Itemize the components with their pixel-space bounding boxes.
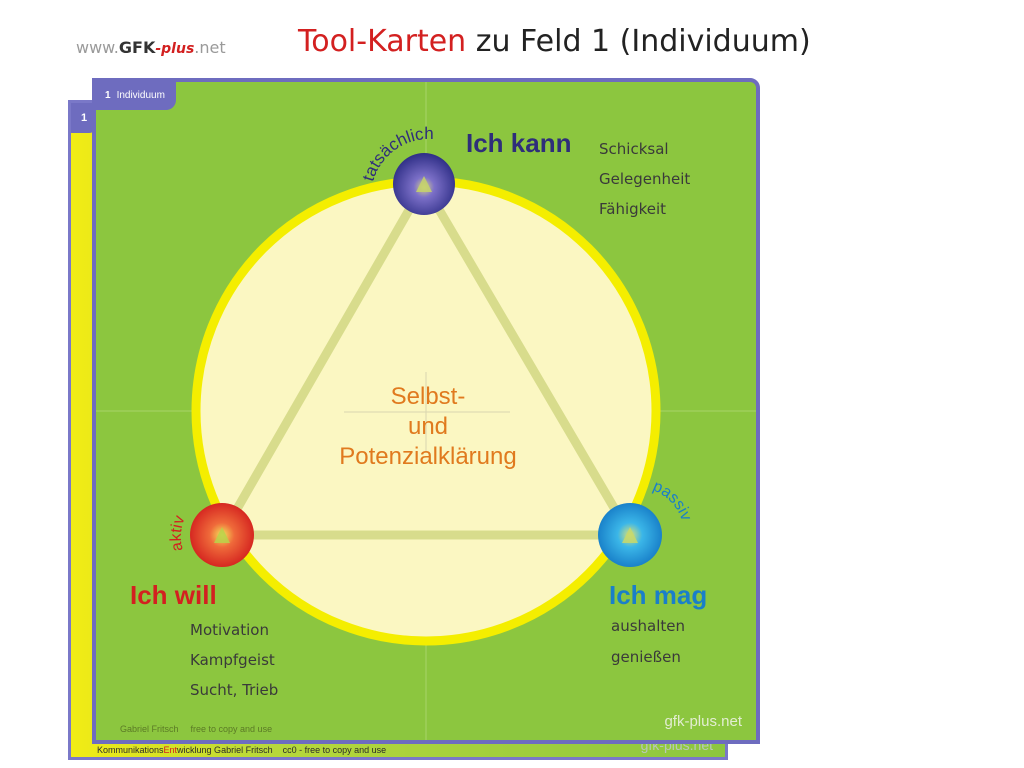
list-item: Motivation <box>190 621 269 639</box>
arc-label-passiv: passiv <box>650 478 694 523</box>
node-will-star-icon <box>214 527 230 543</box>
heading-ich-will: Ich will <box>130 580 217 610</box>
list-item: Sucht, Trieb <box>190 681 279 699</box>
list-item: Schicksal <box>599 140 669 158</box>
slide-title: Tool-Karten zu Feld 1 (Individuum) <box>298 24 811 59</box>
back-card-footer: KommunikationsEntwicklung Gabriel Fritsc… <box>97 745 387 755</box>
title-rest: zu Feld 1 (Individuum) <box>466 24 811 59</box>
center-line-3: Potenzialklärung <box>339 443 517 470</box>
node-mag-star-icon <box>622 527 638 543</box>
center-line-2: und <box>407 413 449 440</box>
list-item: aushalten <box>611 617 685 635</box>
list-item: Gelegenheit <box>599 170 691 188</box>
heading-ich-kann: Ich kann <box>466 128 572 158</box>
list-item: Kampfgeist <box>190 651 275 669</box>
node-kann-star-icon <box>416 176 432 192</box>
arc-label-aktiv: aktiv <box>168 514 189 553</box>
front-card-watermark: gfk-plus.net <box>664 713 742 730</box>
heading-ich-mag: Ich mag <box>609 580 708 610</box>
center-label: Selbst- und Potenzialklärung <box>300 382 556 472</box>
list-item: genießen <box>611 648 681 666</box>
triangle <box>217 179 635 540</box>
site-url: www.GFK-plus.net <box>76 38 226 57</box>
list-item: Fähigkeit <box>599 200 667 218</box>
title-accent: Tool-Karten <box>298 24 467 59</box>
center-line-1: Selbst- <box>390 383 466 410</box>
